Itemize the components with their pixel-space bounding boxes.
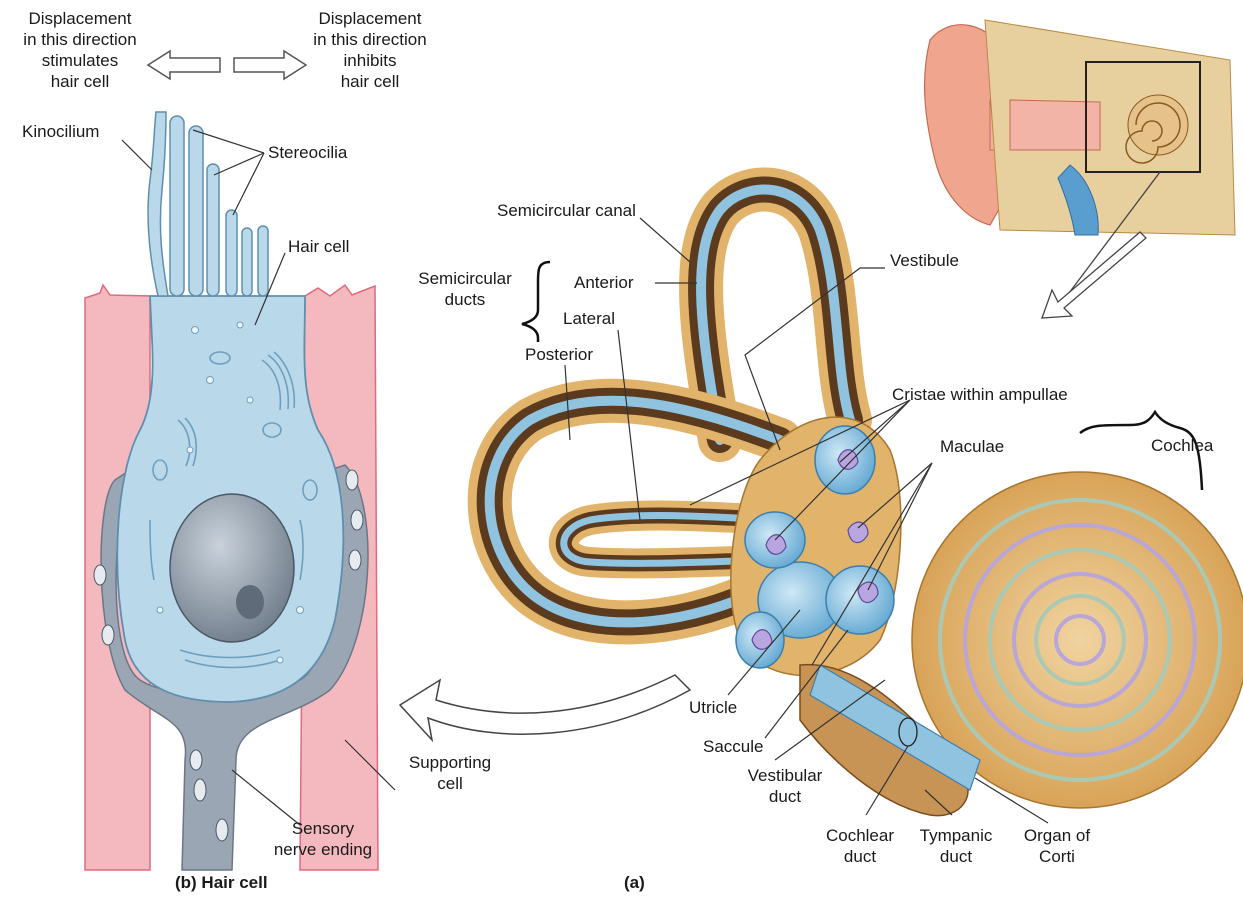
vestibular-duct-label: Vestibular duct xyxy=(735,765,835,807)
displacement-arrows xyxy=(148,51,306,79)
nucleolus xyxy=(236,585,264,619)
hair-cell-label: Hair cell xyxy=(288,236,349,257)
supporting-text: Supporting xyxy=(395,752,505,773)
effect-text: stimulates xyxy=(0,50,160,71)
organ-of-text: Organ of xyxy=(1007,825,1107,846)
saccule-label: Saccule xyxy=(703,736,763,757)
utricle-label: Utricle xyxy=(689,697,737,718)
displacement-stimulates-label: Displacement in this direction stimulate… xyxy=(0,8,160,92)
hair-cell-panel xyxy=(85,112,395,870)
displacement-text: Displacement xyxy=(0,8,160,29)
target-text: hair cell xyxy=(290,71,450,92)
sensory-nerve-label: Sensory nerve ending xyxy=(268,818,378,860)
semicircular-canal-label: Semicircular canal xyxy=(497,200,636,221)
cochlear-duct-label: Cochlear duct xyxy=(810,825,910,867)
stereocilia xyxy=(170,116,268,296)
nucleus xyxy=(170,494,294,642)
caption-b: (b) Hair cell xyxy=(175,872,268,893)
kinocilium-label: Kinocilium xyxy=(22,121,99,142)
anterior-label: Anterior xyxy=(574,272,634,293)
duct-text: duct xyxy=(810,846,910,867)
stereocilia-label: Stereocilia xyxy=(268,142,347,163)
sensory-text: Sensory xyxy=(268,818,378,839)
nerve-ending-text: nerve ending xyxy=(268,839,378,860)
maculae-label: Maculae xyxy=(940,436,1004,457)
duct-text: duct xyxy=(906,846,1006,867)
kinocilium xyxy=(148,112,168,296)
displacement-text: Displacement xyxy=(290,8,450,29)
tympanic-duct-label: Tympanic duct xyxy=(906,825,1006,867)
cochlea-label: Cochlea xyxy=(1151,435,1213,456)
organ-of-corti-label: Organ of Corti xyxy=(1007,825,1107,867)
caption-a: (a) xyxy=(624,872,645,893)
duct-text: duct xyxy=(735,786,835,807)
ear-overview-inset xyxy=(925,20,1235,318)
semicircular-text: Semicircular xyxy=(410,268,520,289)
posterior-label: Posterior xyxy=(525,344,593,365)
cristae-label: Cristae within ampullae xyxy=(892,384,1068,405)
semicircular-ducts-brace-icon xyxy=(522,262,550,342)
vestibular-text: Vestibular xyxy=(735,765,835,786)
tympanic-text: Tympanic xyxy=(906,825,1006,846)
effect-text: inhibits xyxy=(290,50,450,71)
pointer-arrow-icon xyxy=(1042,232,1146,318)
semicircular-ducts-label: Semicircular ducts xyxy=(410,268,520,310)
target-text: hair cell xyxy=(0,71,160,92)
supporting-cell-label: Supporting cell xyxy=(395,752,505,794)
cochlea-mini xyxy=(1128,95,1188,155)
corti-text: Corti xyxy=(1007,846,1107,867)
ducts-text: ducts xyxy=(410,289,520,310)
cochlear-text: Cochlear xyxy=(810,825,910,846)
vestibule-label: Vestibule xyxy=(890,250,959,271)
lateral-label: Lateral xyxy=(563,308,615,329)
direction-text: in this direction xyxy=(290,29,450,50)
direction-text: in this direction xyxy=(0,29,160,50)
cell-text: cell xyxy=(395,773,505,794)
curved-pointer-arrow-icon xyxy=(400,675,690,740)
displacement-inhibits-label: Displacement in this direction inhibits … xyxy=(290,8,450,92)
